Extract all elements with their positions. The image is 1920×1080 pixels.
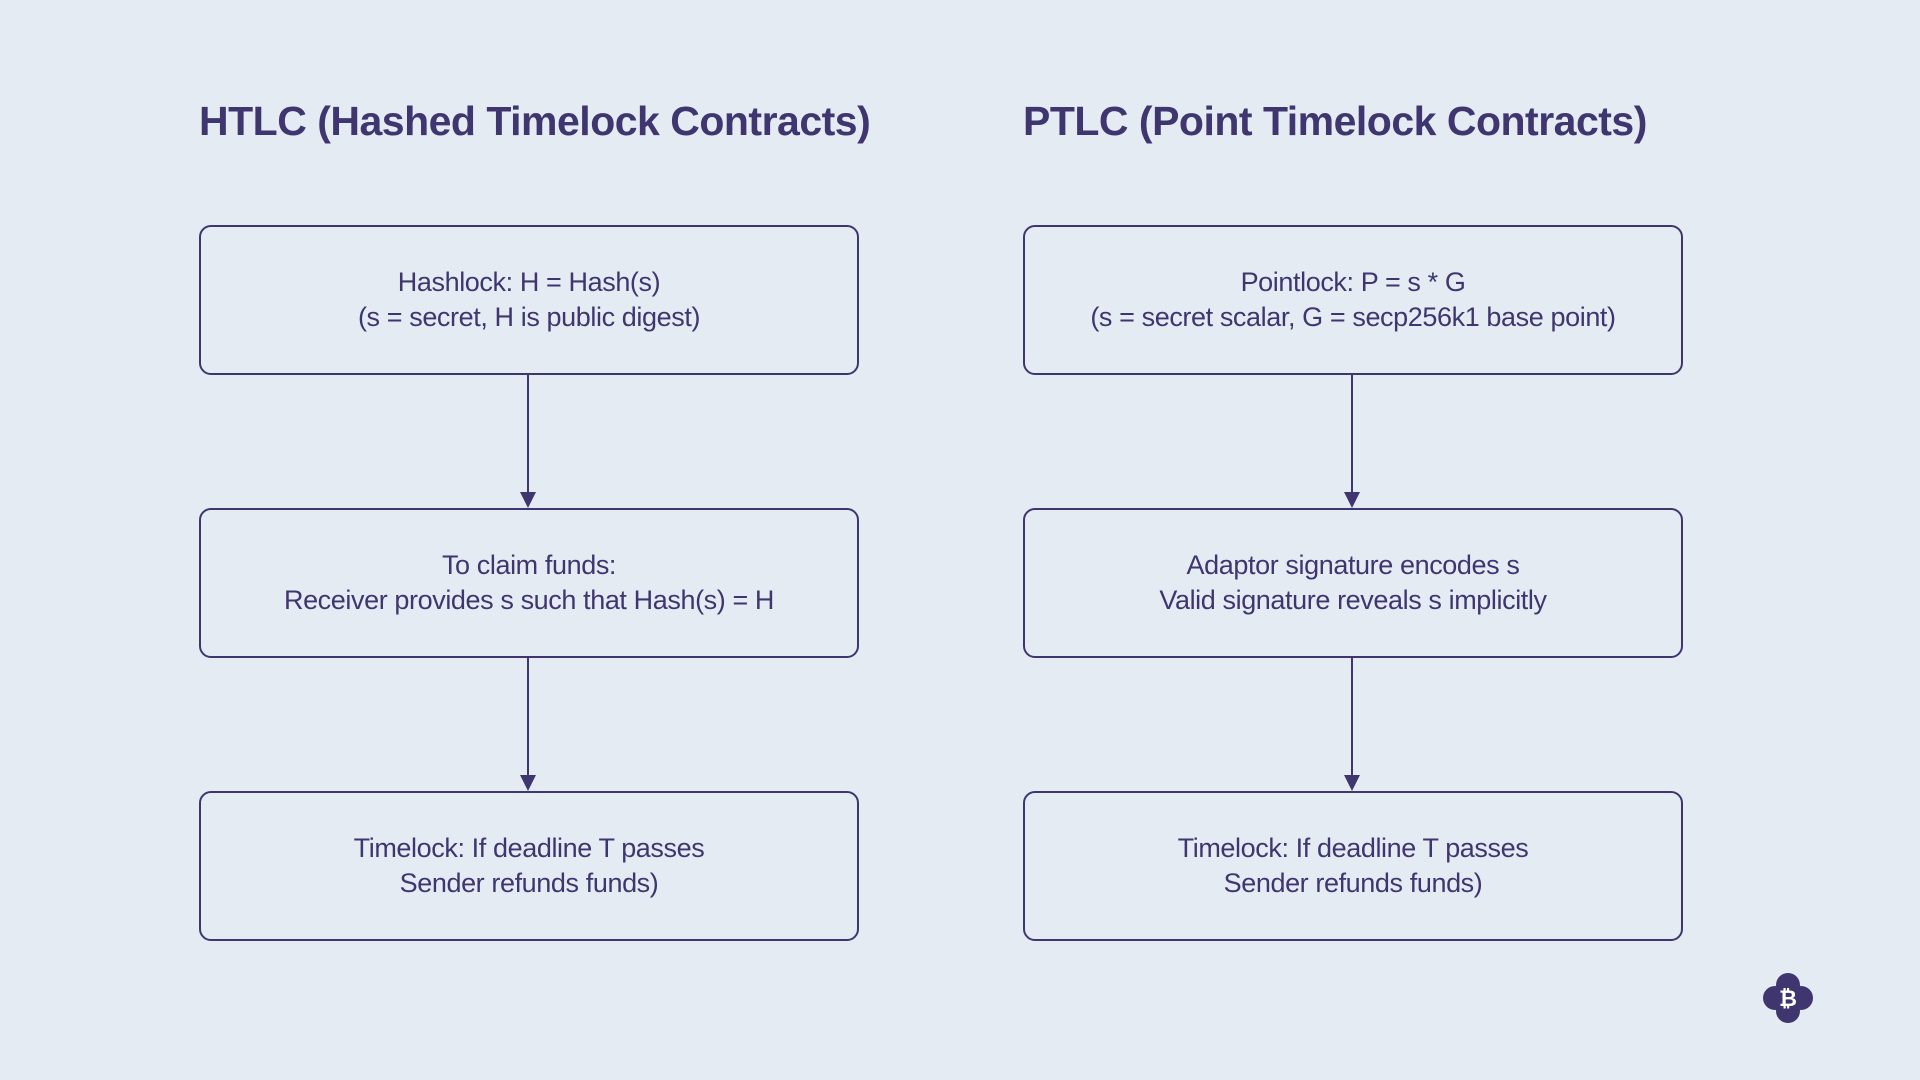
- htlc-hashlock-line2: (s = secret, H is public digest): [357, 302, 701, 332]
- ptlc-pointlock-line1: Pointlock: P = s * G: [1240, 267, 1466, 297]
- htlc-arrow-2: [518, 656, 538, 791]
- htlc-claim-line1: To claim funds:: [441, 550, 617, 580]
- ptlc-pointlock-box: Pointlock: P = s * G (s = secret scalar,…: [1023, 225, 1683, 375]
- ptlc-timelock-line2: Sender refunds funds): [1223, 868, 1483, 898]
- htlc-timelock-box: Timelock: If deadline T passes Sender re…: [199, 791, 859, 941]
- ptlc-pointlock-line2: (s = secret scalar, G = secp256k1 base p…: [1090, 302, 1616, 332]
- htlc-title: HTLC (Hashed Timelock Contracts): [199, 98, 871, 144]
- ptlc-adaptor-box: Adaptor signature encodes s Valid signat…: [1023, 508, 1683, 658]
- ptlc-title: PTLC (Point Timelock Contracts): [1023, 98, 1647, 144]
- ptlc-timelock-box: Timelock: If deadline T passes Sender re…: [1023, 791, 1683, 941]
- ptlc-arrow-1: [1342, 373, 1362, 508]
- htlc-claim-box: To claim funds: Receiver provides s such…: [199, 508, 859, 658]
- ptlc-arrow-2: [1342, 656, 1362, 791]
- htlc-timelock-line2: Sender refunds funds): [399, 868, 659, 898]
- htlc-claim-line2: Receiver provides s such that Hash(s) = …: [283, 585, 775, 615]
- svg-text:₿: ₿: [1779, 987, 1797, 1012]
- ptlc-adaptor-line2: Valid signature reveals s implicitly: [1159, 585, 1547, 615]
- htlc-arrow-1: [518, 373, 538, 508]
- htlc-hashlock-line1: Hashlock: H = Hash(s): [397, 267, 661, 297]
- ptlc-adaptor-line1: Adaptor signature encodes s: [1186, 550, 1520, 580]
- htlc-timelock-line1: Timelock: If deadline T passes: [353, 833, 705, 863]
- ptlc-column: PTLC (Point Timelock Contracts) Pointloc…: [1023, 0, 1683, 1080]
- ptlc-timelock-line1: Timelock: If deadline T passes: [1177, 833, 1529, 863]
- htlc-column: HTLC (Hashed Timelock Contracts) Hashloc…: [199, 0, 871, 1080]
- htlc-hashlock-box: Hashlock: H = Hash(s) (s = secret, H is …: [199, 225, 859, 375]
- bitcoin-cloud-icon: ₿: [1762, 972, 1814, 1024]
